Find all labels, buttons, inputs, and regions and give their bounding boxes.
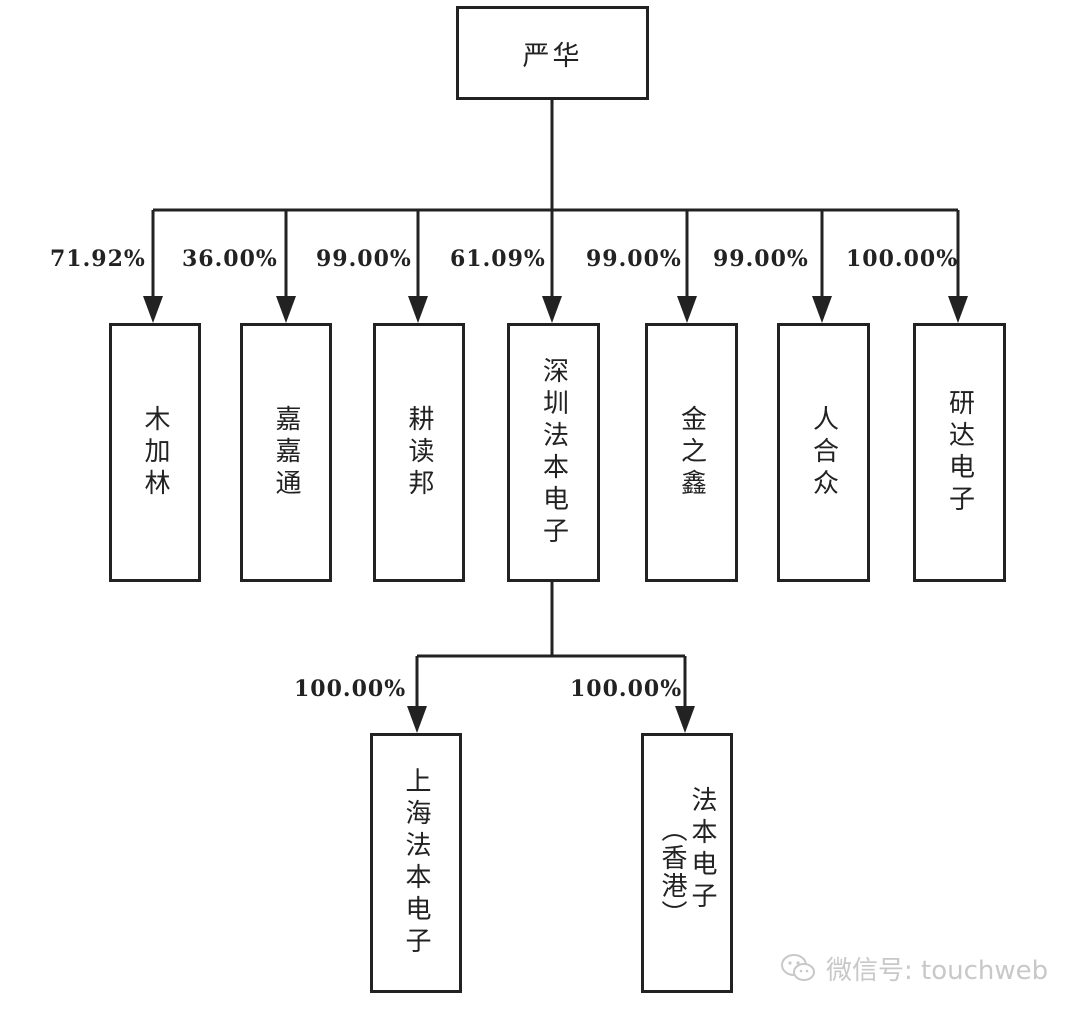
arrowhead [675,706,695,733]
pct-label-mujialin: 71.92% [50,246,146,272]
node-label: 上海法本电子 [401,767,431,959]
node-label: 深圳法本电子 [538,356,569,549]
arrowhead [948,296,968,323]
node-label: 研达电子 [944,388,975,517]
pct-label-shenzhen-faben: 61.09% [450,246,546,272]
root-node: 严华 [456,6,649,100]
root-label: 严华 [522,40,583,72]
arrowhead [143,296,163,323]
pct-label-yanda: 100.00% [846,246,959,272]
node-label: 木加林 [140,404,170,501]
arrowhead [542,296,562,323]
node-label: 金之鑫 [676,404,707,501]
node-label-part2: （香港） [657,816,687,928]
node-label: 耕读邦 [404,404,434,501]
pct-label-jinzhixin: 99.00% [586,246,682,272]
node-renhezhong: 人合众 [777,323,870,582]
pct-label-jiajiatong: 36.00% [182,246,278,272]
pct-label-gengdubang: 99.00% [316,246,412,272]
node-yanda: 研达电子 [913,323,1006,582]
node-label: 人合众 [808,404,839,501]
arrowhead [407,706,427,733]
wechat-icon [781,954,815,981]
pct-label-renhezhong: 99.00% [713,246,809,272]
arrowhead [276,296,296,323]
arrowhead [677,296,697,323]
node-jinzhixin: 金之鑫 [645,323,738,582]
node-gengdubang: 耕读邦 [373,323,465,582]
node-label-part1: 法本电子 [687,786,717,914]
pct-label-shanghai-faben: 100.00% [294,676,407,702]
node-mujialin: 木加林 [109,323,201,582]
node-label: 嘉嘉通 [271,404,301,501]
arrowhead [812,296,832,323]
node-shanghai-faben: 上海法本电子 [370,733,462,993]
watermark: 微信号: touchweb [780,948,1048,988]
arrowhead [408,296,428,323]
watermark-text: 微信号: touchweb [826,955,1049,986]
pct-label-hk-faben: 100.00% [570,676,683,702]
node-hk-faben: 法本电子 （香港） [641,733,733,993]
node-jiajiatong: 嘉嘉通 [240,323,332,582]
node-shenzhen-faben: 深圳法本电子 [507,323,600,582]
